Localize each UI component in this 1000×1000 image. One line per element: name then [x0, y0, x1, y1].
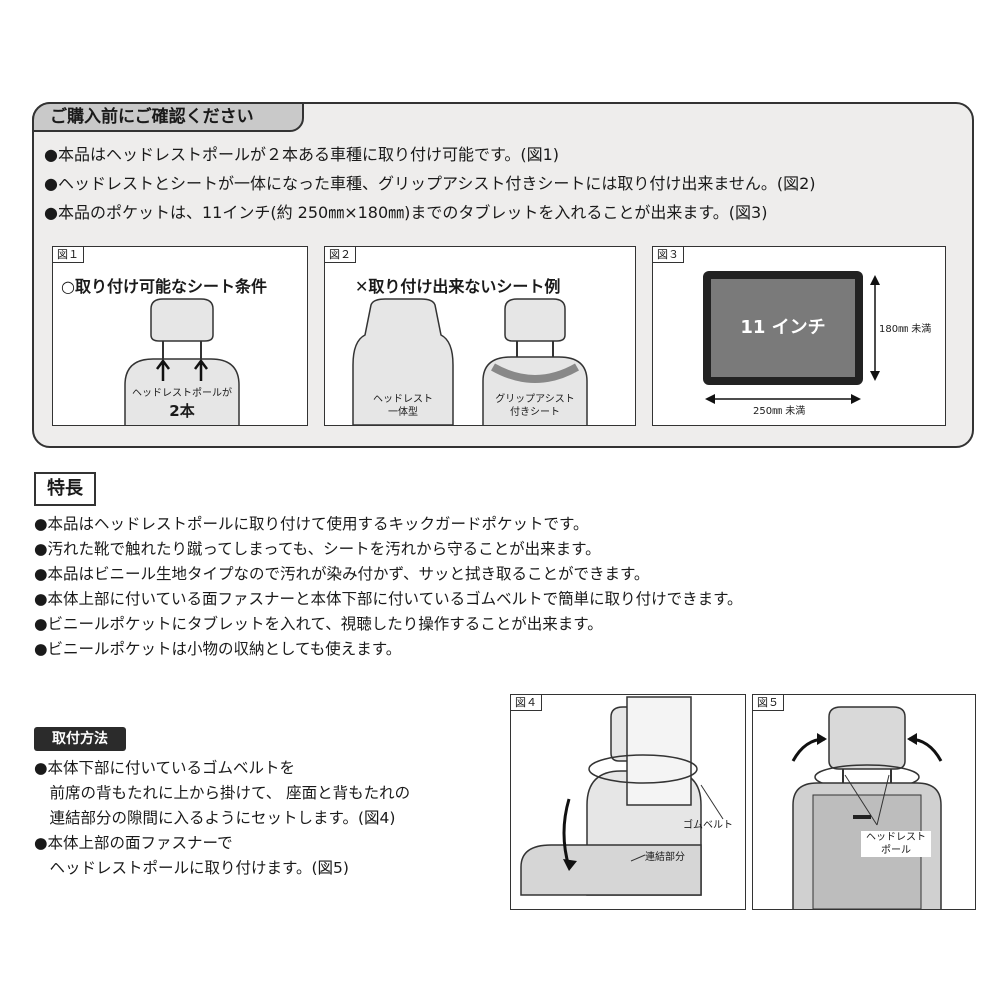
rubber-belt-label: ゴムベルト — [683, 820, 733, 831]
feature-line-2: ●汚れた靴で触れたり蹴ってしまっても、シートを汚れから守ることが出来ます。 — [34, 540, 601, 558]
figure-3: 図３ 11 インチ 180㎜ 未満 250㎜ 未満 — [652, 246, 946, 426]
joint-label: 連結部分 — [645, 852, 685, 863]
seat-side-illustration — [520, 696, 724, 896]
tablet-illustration: 11 インチ — [703, 271, 863, 385]
feature-line-1: ●本品はヘッドレストポールに取り付けて使用するキックガードポケットです。 — [34, 515, 589, 533]
figure-1: 図１ ○取り付け可能なシート条件 ヘッドレストポールが 2本 — [52, 246, 308, 426]
install-line-2: 前席の背もたれに上から掛けて、 座面と背もたれの — [34, 784, 411, 802]
feature-line-6: ●ビニールポケットは小物の収納としても使えます。 — [34, 640, 402, 658]
feature-line-3: ●本品はビニール生地タイプなので汚れが染み付かず、サッと拭き取ることができます。 — [34, 565, 650, 583]
figure-4-label: 図４ — [511, 695, 542, 711]
figure-2: 図２ ✕取り付け出来ないシート例 ヘッドレスト 一体型 グリップアシスト 付きシ… — [324, 246, 636, 426]
notice-line-2: ●ヘッドレストとシートが一体になった車種、グリップアシスト付きシートには取り付け… — [44, 174, 816, 193]
dimension-arrows — [705, 275, 880, 404]
install-line-4: ●本体上部の面ファスナーで — [34, 834, 233, 852]
seat-with-poles-illustration — [124, 298, 240, 425]
tablet-size-label: 11 インチ — [711, 279, 855, 377]
figure-5-label: 図５ — [753, 695, 784, 711]
notice-line-1: ●本品はヘッドレストポールが２本ある車種に取り付け可能です。(図1) — [44, 145, 560, 164]
figure-1-count: 2本 — [169, 402, 195, 420]
figure-1-label: 図１ — [53, 247, 84, 263]
install-line-3: 連結部分の隙間に入るようにセットします。(図4) — [34, 809, 396, 827]
headrest-pole-label-2: ポール — [861, 844, 931, 857]
grip-seat-label-1: グリップアシスト — [495, 394, 575, 405]
install-line-1: ●本体下部に付いているゴムベルトを — [34, 759, 296, 777]
feature-line-4: ●本体上部に付いている面ファスナーと本体下部に付いているゴムベルトで簡単に取り付… — [34, 590, 743, 608]
notice-line-3: ●本品のポケットは、11インチ(約 250㎜×180㎜)までのタブレットを入れる… — [44, 203, 768, 222]
figure-1-caption: ヘッドレストポールが — [132, 388, 232, 399]
install-heading: 取付方法 — [34, 727, 126, 751]
figure-2-title: ✕取り付け出来ないシート例 — [355, 277, 561, 296]
features-heading: 特長 — [34, 472, 100, 510]
unsupported-seats-illustration — [352, 298, 588, 425]
figure-5: 図５ ヘッドレスト ポール — [752, 694, 976, 910]
notice-title: ご購入前にご確認ください — [32, 102, 304, 132]
integrated-seat-label-2: 一体型 — [388, 407, 418, 418]
integrated-seat-label-1: ヘッドレスト — [373, 394, 433, 405]
height-limit-label: 180㎜ 未満 — [879, 324, 932, 335]
figure-3-label: 図３ — [653, 247, 684, 263]
figure-4: 図４ ゴムベルト 連結部分 — [510, 694, 746, 910]
install-line-5: ヘッドレストポールに取り付けます。(図5) — [34, 859, 349, 877]
grip-seat-label-2: 付きシート — [510, 407, 560, 418]
width-limit-label: 250㎜ 未満 — [753, 406, 806, 417]
figure-2-label: 図２ — [325, 247, 356, 263]
headrest-back-illustration — [791, 706, 943, 909]
feature-line-5: ●ビニールポケットにタブレットを入れて、視聴したり操作することが出来ます。 — [34, 615, 603, 633]
figure-1-title: ○取り付け可能なシート条件 — [61, 277, 267, 296]
headrest-pole-label-1: ヘッドレスト — [861, 831, 931, 844]
